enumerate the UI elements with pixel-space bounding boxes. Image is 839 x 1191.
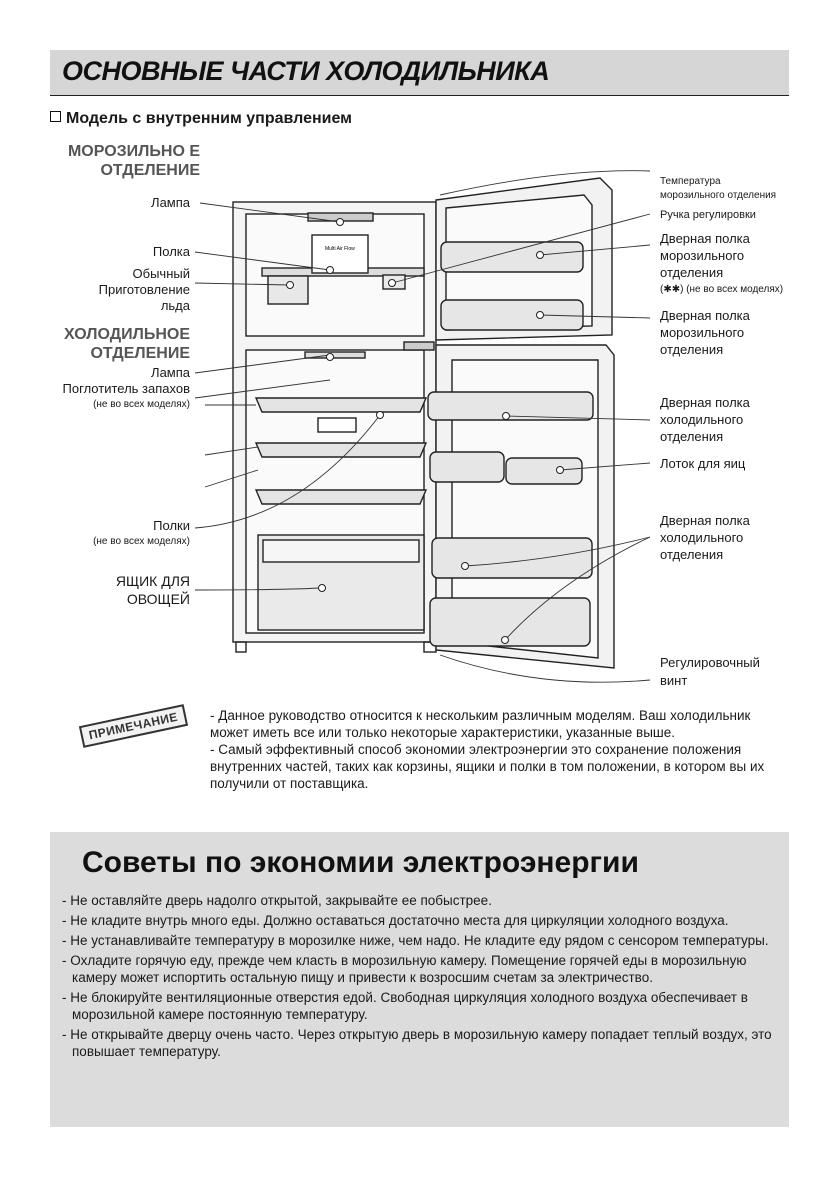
checkbox-icon [50,111,61,122]
fridge-door-bin-b-label-2: холодильного [660,530,744,545]
tip-item: - Не оставляйте дверь надолго открытой, … [62,893,492,908]
fridge-door-bin-label-2: холодильного [660,412,744,427]
note-line-2: - Самый эффективный способ экономии элек… [210,742,765,791]
leveling-screw-label-2: винт [660,673,688,688]
note-line-1: - Данное руководство относится к несколь… [210,708,751,740]
control-knob-label: Ручка регулировки [660,209,756,221]
page-title-bar: ОСНОВНЫЕ ЧАСТИ ХОЛОДИЛЬНИКА [50,50,789,96]
freezer-temp-label-2: морозильного отделения [660,190,777,201]
shelves-note: (не во всех моделях) [93,536,190,547]
freezer-door-bin-note: (✱✱) (не во всех моделях) [660,284,784,295]
note-text: - Данное руководство относится к несколь… [210,707,780,792]
crisper-label-1: ЯЩИК ДЛЯ [115,573,190,589]
tips-title: Советы по экономии электроэнергии [82,846,639,879]
fridge-section-label: ХОЛОДИЛЬНОЕ ОТДЕЛЕНИЕ [63,326,190,362]
shelf-label: Полка [152,244,190,259]
egg-tray-label: Лоток для яиц [660,456,746,471]
tip-item: - Не блокируйте вентиляционные отверстия… [62,990,748,1022]
freezer-door-bin-b-label-2: морозильного [660,325,745,340]
deodorizer-note: (не во всех моделях) [93,399,190,410]
icemaker-label-2: Приготовление [98,282,190,297]
crisper-label-2: ОВОЩЕЙ [126,591,190,607]
fridge-lamp-label: Лампа [151,365,190,380]
lamp-label: Лампа [151,195,190,210]
model-subtitle: Модель с внутренним управлением [50,110,352,128]
freezer-door-bin-label-2: морозильного [660,248,745,263]
fridge-door-bin-label-1: Дверная полка [660,395,750,410]
tips-list: - Не оставляйте дверь надолго открытой, … [62,892,782,1063]
subtitle-text: Модель с внутренним управлением [66,110,353,127]
fridge-door-bin-b-label-3: отделения [660,547,724,562]
multi-air-flow-label: Multi Air Flow [325,246,355,252]
icemaker-label-3: льда [160,298,190,313]
tip-item: - Не открывайте дверцу очень часто. Чере… [62,1027,772,1059]
energy-tips-box: Советы по экономии электроэнергии - Не о… [50,832,789,1127]
tip-item: - Не устанавливайте температуру в морози… [62,933,769,948]
freezer-temp-label-1: Температура [660,176,721,187]
freezer-door-bin-b-label-1: Дверная полка [660,308,750,323]
tip-item: - Охладите горячую еду, прежде чем класт… [62,953,747,985]
page-title: ОСНОВНЫЕ ЧАСТИ ХОЛОДИЛЬНИКА [62,56,550,86]
shelves-label: Полки [153,518,190,533]
leveling-screw-label-1: Регулировочный [660,655,760,670]
icemaker-label-1: Обычный [132,266,190,281]
deodorizer-label: Поглотитель запахов [62,381,190,396]
fridge-door-bin-label-3: отделения [660,429,724,444]
tip-item: - Не кладите внутрь много еды. Должно ос… [62,913,729,928]
freezer-door-bin-b-label-3: отделения [660,342,724,357]
freezer-door-bin-label-3: отделения [660,265,724,280]
freezer-section-label: МОРОЗИЛЬНО Е ОТДЕЛЕНИЕ [67,143,200,179]
fridge-door-bin-b-label-1: Дверная полка [660,513,750,528]
freezer-door-bin-label-1: Дверная полка [660,231,750,246]
